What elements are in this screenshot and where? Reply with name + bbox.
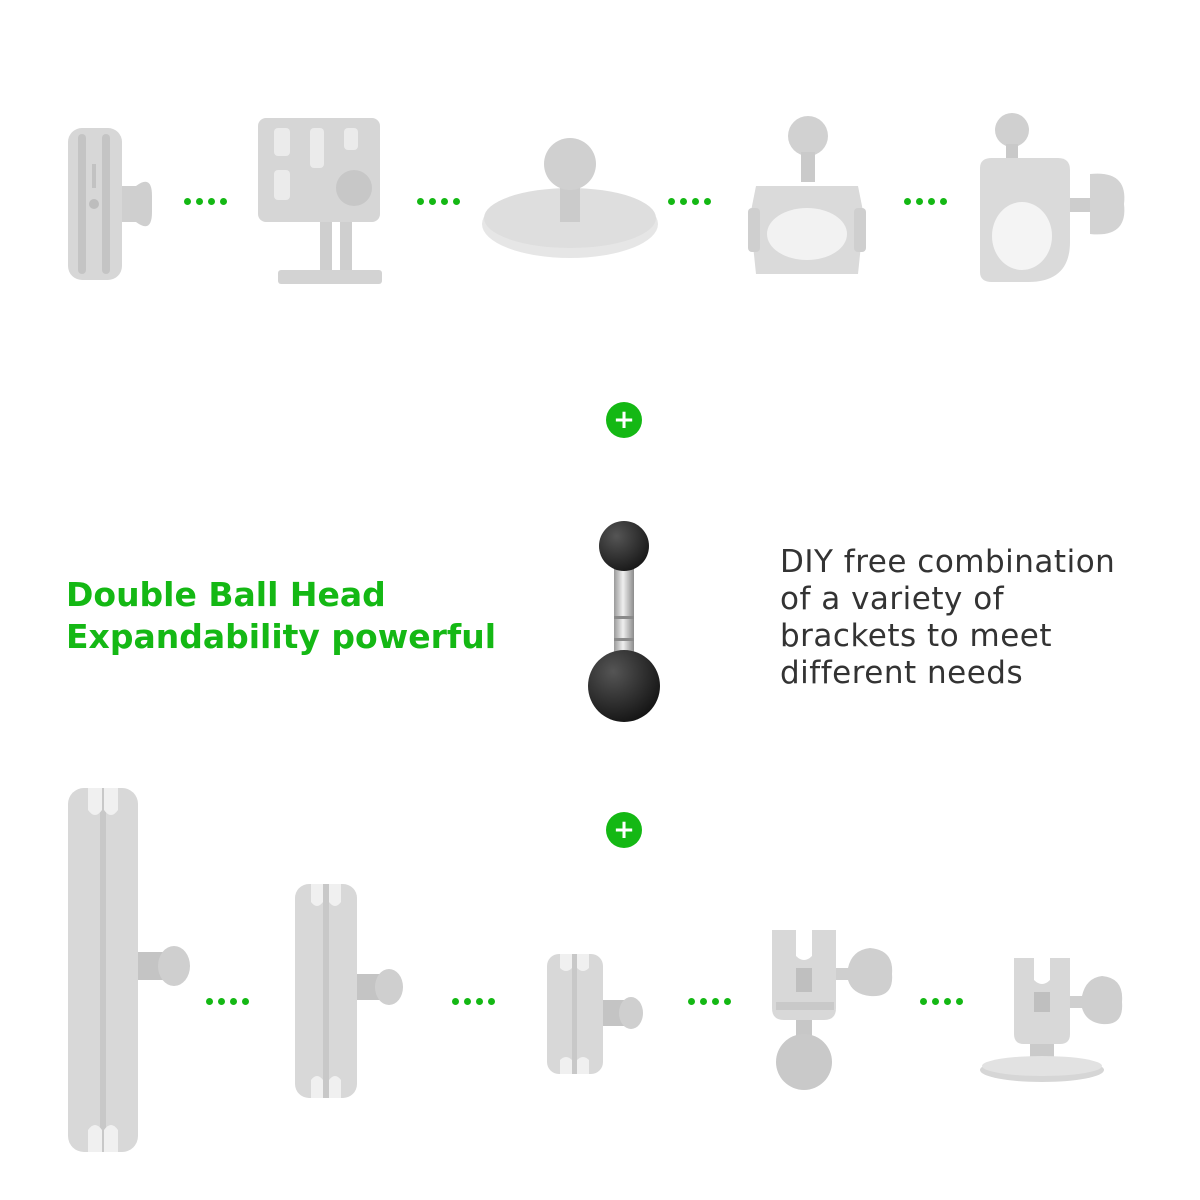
dotted-connector-icon	[206, 998, 250, 1006]
short-arm-image	[547, 954, 643, 1074]
dotted-connector-icon	[417, 198, 461, 206]
dotted-connector-icon	[688, 998, 732, 1006]
double-ball-arm-image	[588, 521, 660, 722]
rail-clamp-image	[980, 113, 1125, 282]
dotted-connector-icon	[452, 998, 496, 1006]
dotted-connector-icon	[920, 998, 964, 1006]
phone-cradle-image	[258, 118, 382, 284]
description-line-4: different needs	[780, 655, 1024, 691]
plus-icon: +	[606, 402, 642, 438]
description-line-1: DIY free combination	[780, 544, 1116, 580]
headline-line-1: Double Ball Head	[66, 575, 386, 614]
arm-with-ball-image	[772, 930, 893, 1090]
dotted-connector-icon	[184, 198, 228, 206]
description-line-2: of a variety of	[780, 581, 1005, 617]
suction-base-image	[482, 138, 658, 258]
description-line-3: brackets to meet	[780, 618, 1053, 654]
long-arm-image	[68, 788, 190, 1152]
clamp-mount-image	[68, 128, 152, 280]
headline: Double Ball Head Expandability powerful	[66, 574, 536, 658]
plus-icon: +	[606, 812, 642, 848]
arm-with-base-image	[980, 958, 1123, 1082]
bar-clamp-image	[748, 116, 866, 274]
medium-arm-image	[295, 884, 403, 1098]
dotted-connector-icon	[668, 198, 712, 206]
description: DIY free combination of a variety of bra…	[780, 544, 1180, 692]
dotted-connector-icon	[904, 198, 948, 206]
headline-line-2: Expandability powerful	[66, 617, 497, 656]
